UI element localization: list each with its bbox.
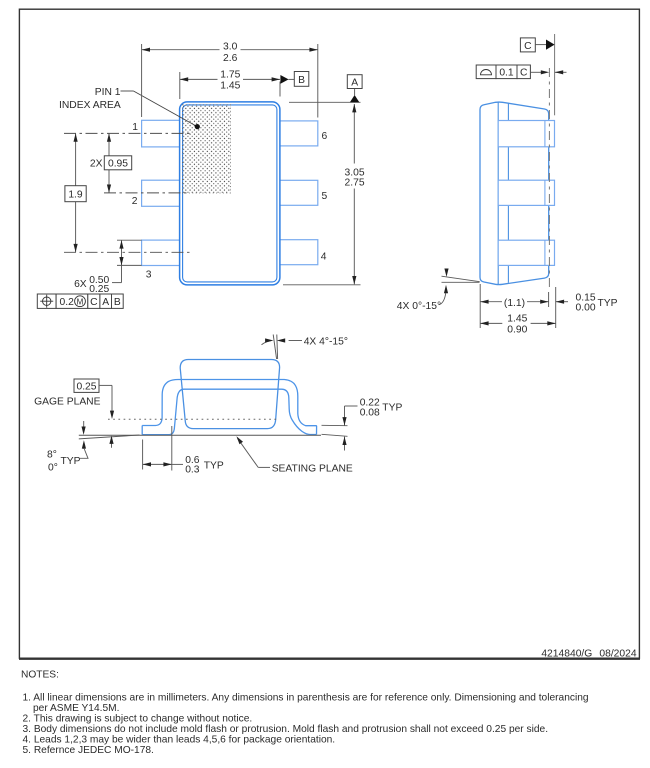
svg-text:TYP: TYP	[204, 460, 224, 471]
svg-text:2.6: 2.6	[223, 53, 238, 64]
svg-text:6: 6	[322, 131, 328, 142]
svg-text:0.90: 0.90	[507, 324, 527, 335]
svg-text:0.50: 0.50	[89, 275, 109, 286]
svg-text:3.05: 3.05	[345, 167, 365, 178]
svg-text:3: 3	[146, 269, 152, 280]
svg-text:GAGE PLANE: GAGE PLANE	[34, 396, 101, 407]
svg-text:0.95: 0.95	[108, 159, 128, 170]
svg-text:0.6: 0.6	[185, 455, 200, 466]
svg-text:1. All linear dimensions are i: 1. All linear dimensions are in millimet…	[23, 693, 589, 704]
svg-text:2. This drawing is subject to: 2. This drawing is subject to change wit…	[23, 714, 253, 725]
svg-text:SEATING PLANE: SEATING PLANE	[272, 463, 353, 474]
svg-text:M: M	[77, 297, 84, 306]
svg-text:0.2: 0.2	[60, 297, 75, 308]
svg-text:2: 2	[132, 196, 138, 207]
svg-text:C: C	[520, 68, 528, 79]
svg-text:TYP: TYP	[382, 403, 402, 414]
svg-text:3. Body dimensions do not incl: 3. Body dimensions do not include mold f…	[23, 724, 549, 735]
svg-text:0.22: 0.22	[360, 397, 380, 408]
svg-text:1.75: 1.75	[220, 70, 240, 81]
svg-text:4214840/G: 4214840/G	[541, 648, 592, 659]
svg-text:INDEX AREA: INDEX AREA	[59, 100, 121, 111]
svg-text:0.15: 0.15	[576, 293, 596, 304]
svg-text:(1.1): (1.1)	[504, 298, 525, 309]
svg-text:4. Leads 1,2,3 may be wider th: 4. Leads 1,2,3 may be wider than leads 4…	[23, 734, 336, 745]
svg-text:TYP: TYP	[61, 456, 81, 467]
svg-text:2.75: 2.75	[345, 178, 365, 189]
svg-text:0.08: 0.08	[360, 408, 380, 419]
svg-text:0.25: 0.25	[76, 381, 96, 392]
svg-text:4: 4	[321, 251, 327, 262]
svg-text:1: 1	[132, 122, 138, 133]
svg-text:5: 5	[322, 191, 328, 202]
svg-text:B: B	[114, 297, 121, 308]
svg-text:5. Refernce JEDEC MO-178.: 5. Refernce JEDEC MO-178.	[23, 745, 154, 756]
svg-text:1.45: 1.45	[507, 313, 527, 324]
svg-text:1.9: 1.9	[68, 190, 83, 201]
svg-text:B: B	[298, 75, 305, 86]
svg-text:3.0: 3.0	[223, 41, 238, 52]
svg-text:per ASME Y14.5M.: per ASME Y14.5M.	[33, 703, 119, 714]
svg-text:0°: 0°	[48, 463, 58, 474]
svg-text:0.3: 0.3	[185, 464, 200, 475]
svg-text:08/2024: 08/2024	[599, 648, 636, 659]
svg-text:NOTES:: NOTES:	[21, 669, 59, 680]
svg-text:C: C	[524, 41, 532, 52]
svg-text:6X: 6X	[74, 279, 87, 290]
svg-text:TYP: TYP	[598, 298, 618, 309]
svg-text:C: C	[90, 297, 98, 308]
svg-text:2X: 2X	[90, 159, 103, 170]
svg-text:PIN 1: PIN 1	[95, 87, 121, 98]
svg-text:0.25: 0.25	[89, 284, 109, 295]
svg-text:0.00: 0.00	[576, 303, 596, 314]
svg-text:1.45: 1.45	[220, 81, 240, 92]
svg-text:8°: 8°	[47, 450, 57, 461]
svg-text:A: A	[351, 78, 358, 89]
svg-text:4X 0°-15°: 4X 0°-15°	[397, 301, 441, 312]
svg-text:A: A	[102, 297, 109, 308]
svg-text:0.1: 0.1	[499, 68, 514, 79]
svg-text:4X 4°-15°: 4X 4°-15°	[304, 337, 348, 348]
